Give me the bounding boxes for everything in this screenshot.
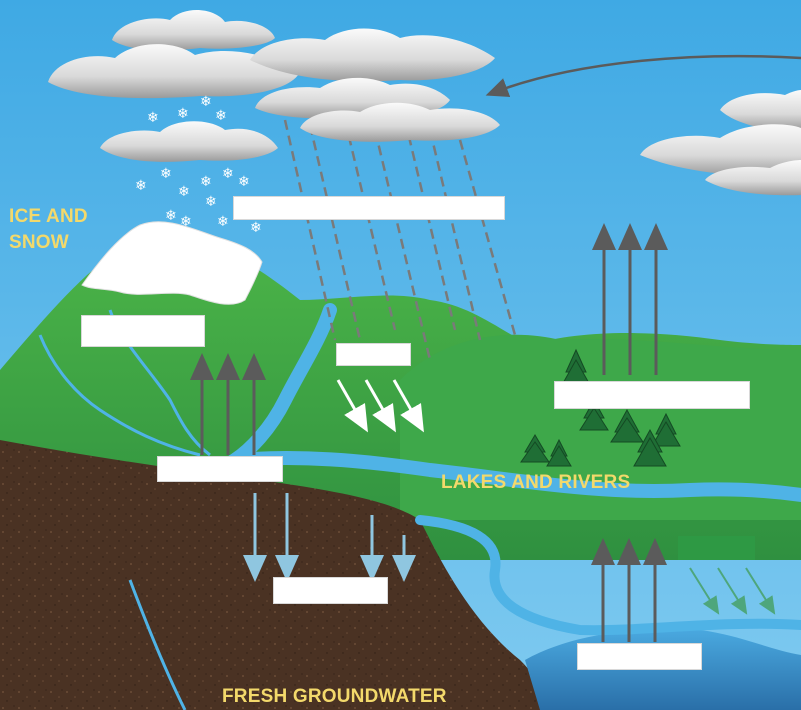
svg-text:❄: ❄ [155,224,167,240]
infiltration-label-box[interactable] [273,577,388,604]
surface-runoff-label-box[interactable] [336,343,411,366]
sublimation-label-box[interactable] [81,315,205,347]
svg-text:❄: ❄ [177,106,189,122]
svg-text:❄: ❄ [203,262,215,278]
svg-text:❄: ❄ [147,110,159,126]
snowflakes: ❄❄❄ ❄❄❄ ❄❄❄ ❄❄❄ ❄❄❄ ❄❄❄ ❄ [135,94,262,278]
lower-river [415,515,801,636]
condensation-arrow [485,54,801,97]
main-river [208,303,801,502]
svg-text:❄: ❄ [188,244,200,260]
groundwater-line [128,579,187,710]
svg-text:❄: ❄ [200,174,212,190]
stream-left [38,334,201,457]
fresh-groundwater-label: FRESH GROUNDWATER [222,686,447,707]
upward-arrows [190,223,668,642]
transpiration-label-box[interactable] [554,381,750,409]
svg-text:❄: ❄ [222,166,234,182]
downward-arrows [243,493,416,582]
svg-text:❄: ❄ [205,194,217,210]
svg-text:❄: ❄ [232,244,244,260]
evaporation-land-label-box[interactable] [157,456,283,482]
svg-text:❄: ❄ [238,174,250,190]
svg-text:❄: ❄ [180,214,192,230]
precipitation-label-box[interactable] [233,196,505,220]
svg-text:❄: ❄ [200,94,212,110]
runoff-arrows [336,379,424,433]
svg-text:❄: ❄ [215,108,227,124]
svg-text:❄: ❄ [160,166,172,182]
ice-and-snow-label: ICE AND SNOW [9,206,88,253]
svg-text:❄: ❄ [165,208,177,224]
lakes-and-rivers-label: LAKES AND RIVERS [441,472,631,493]
snow-cap [81,221,263,305]
hidden-label-box [678,536,755,560]
svg-text:❄: ❄ [178,184,190,200]
svg-text:❄: ❄ [250,220,262,236]
rain-streaks [283,119,517,361]
faint-arrows [689,567,776,615]
evaporation-ocean-label-box[interactable] [577,643,702,670]
clouds [48,10,801,196]
trees [520,348,681,467]
svg-text:❄: ❄ [217,214,229,230]
svg-text:❄: ❄ [135,178,147,194]
